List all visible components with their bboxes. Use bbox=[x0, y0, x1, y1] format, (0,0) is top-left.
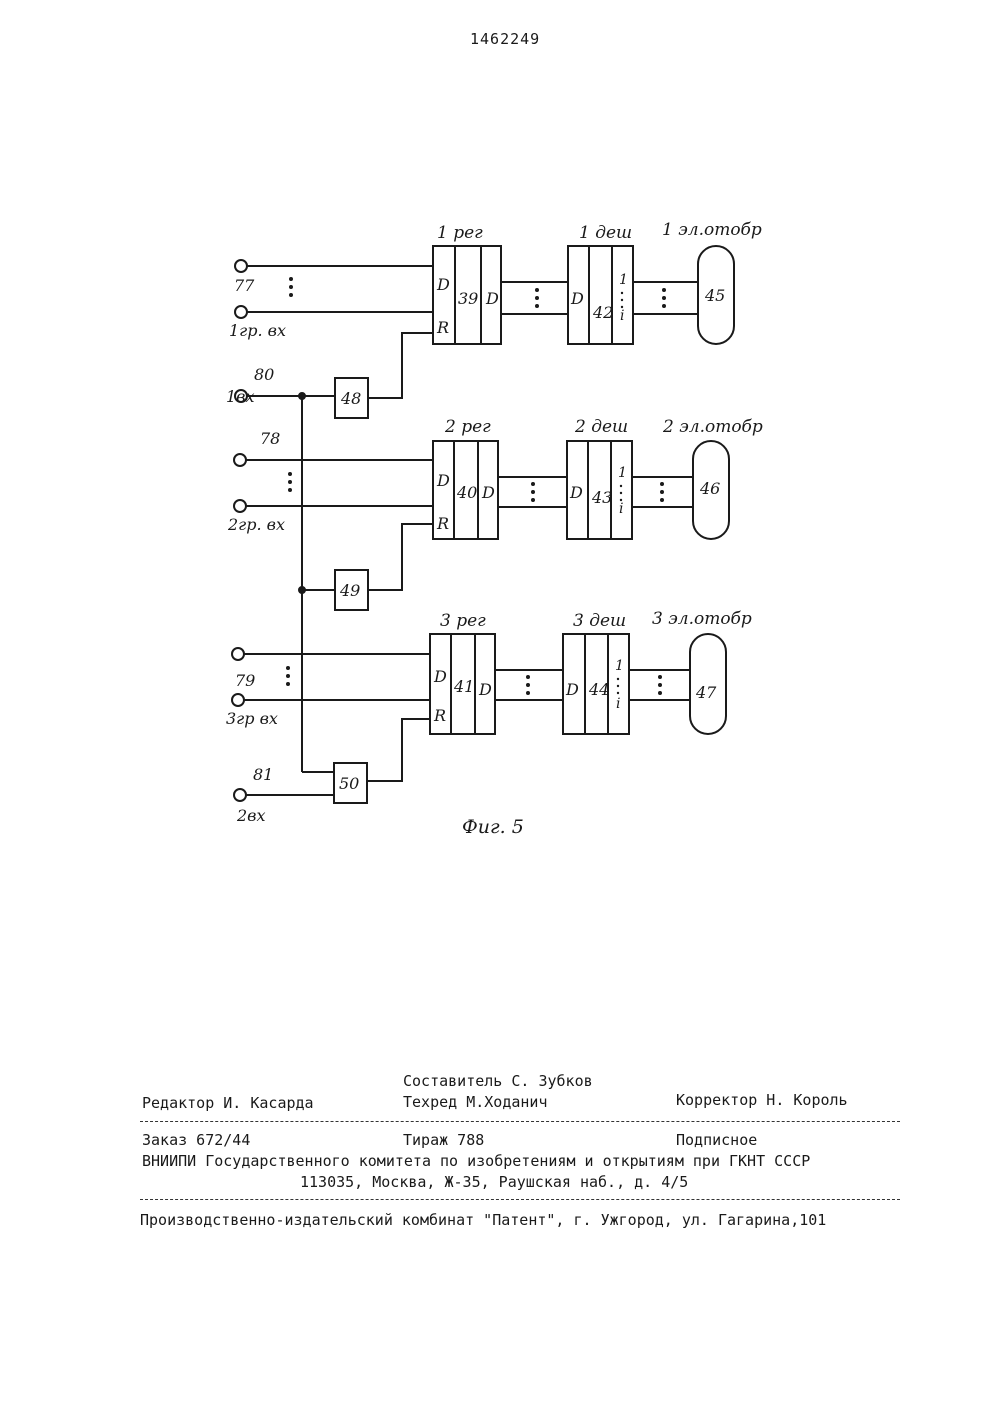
pin-r: R bbox=[433, 706, 446, 725]
element-id: 49 bbox=[339, 581, 360, 600]
register-id: 41 bbox=[453, 677, 474, 696]
display-2-label: 2 эл.отобр bbox=[662, 417, 763, 437]
display-45: 45 bbox=[698, 246, 734, 344]
divider bbox=[140, 1199, 900, 1200]
pin-d-out: D bbox=[485, 289, 499, 308]
register-40: D R 40 D bbox=[433, 441, 498, 539]
channel-2: 2 рег 2 деш 2 эл.отобр D R 40 D D 43 1 i… bbox=[227, 417, 763, 610]
display-id: 45 bbox=[704, 286, 725, 305]
imprint-compiler: Составитель С. Зубков bbox=[403, 1072, 593, 1090]
input-terminal bbox=[234, 454, 246, 466]
pin-d-in: D bbox=[436, 471, 450, 490]
register-1-label: 1 рег bbox=[437, 223, 483, 243]
input-group-2-label: 2гр. вх bbox=[227, 515, 285, 534]
block-diagram: 1 рег 1 деш 1 эл.отобр D R 39 D D 42 1 i bbox=[0, 0, 1000, 900]
input-81-label: 81 bbox=[253, 765, 273, 784]
input-79-label: 79 bbox=[235, 671, 255, 690]
divider bbox=[140, 1121, 900, 1122]
decoder-44: D 44 1 i bbox=[563, 634, 629, 734]
input-group-1-label: 1гр. вх bbox=[229, 321, 286, 340]
pin-d-out: D bbox=[481, 483, 495, 502]
channel-3: 3 рег 3 деш 3 эл.отобр D R 41 D D 44 1 i… bbox=[226, 609, 752, 803]
input-terminal bbox=[234, 500, 246, 512]
decoder-43: D 43 1 i bbox=[567, 441, 632, 539]
pin-d-in: D bbox=[436, 275, 450, 294]
pin-out-first: 1 bbox=[615, 658, 624, 674]
decoder-id: 43 bbox=[591, 488, 612, 507]
pin-d-in: D bbox=[565, 680, 579, 699]
pin-d-in: D bbox=[570, 289, 584, 308]
display-3-label: 3 эл.отобр bbox=[652, 609, 752, 629]
control-input-80: 80 1вх bbox=[226, 365, 274, 406]
element-id: 50 bbox=[339, 774, 359, 793]
register-2-label: 2 рег bbox=[444, 417, 491, 437]
decoder-1-label: 1 деш bbox=[579, 223, 632, 243]
junction bbox=[299, 393, 305, 399]
figure-caption: Фиг. 5 bbox=[462, 816, 524, 838]
decoder-id: 44 bbox=[588, 680, 609, 699]
pin-out-last: i bbox=[620, 308, 624, 324]
input-78-label: 78 bbox=[260, 429, 280, 448]
pin-out-last: i bbox=[616, 696, 620, 712]
input-terminal bbox=[234, 789, 246, 801]
register-41: D R 41 D bbox=[430, 634, 495, 734]
pin-out-first: 1 bbox=[618, 465, 627, 481]
decoder-42: D 42 1 i bbox=[568, 246, 633, 344]
element-49: 49 bbox=[335, 570, 368, 610]
pin-d-in: D bbox=[569, 483, 583, 502]
pin-d-out: D bbox=[478, 680, 492, 699]
imprint-corrector: Корректор Н. Король bbox=[676, 1091, 848, 1109]
imprint-publisher: Производственно-издательский комбинат "П… bbox=[140, 1211, 826, 1229]
register-39: D R 39 D bbox=[433, 246, 501, 344]
pin-out-last: i bbox=[619, 501, 623, 517]
imprint-editor: Редактор И. Касарда bbox=[142, 1094, 314, 1112]
input-terminal bbox=[232, 694, 244, 706]
imprint-techred: Техред М.Ходанич bbox=[403, 1093, 548, 1111]
input-terminal bbox=[235, 260, 247, 272]
register-id: 39 bbox=[458, 289, 478, 308]
junction bbox=[299, 587, 305, 593]
input-terminal bbox=[232, 648, 244, 660]
input-77-label: 77 bbox=[234, 276, 255, 295]
element-48: 48 bbox=[335, 378, 368, 418]
decoder-2-label: 2 деш bbox=[574, 417, 628, 437]
element-50: 50 bbox=[334, 763, 367, 803]
channel-1: 1 рег 1 деш 1 эл.отобр D R 39 D D 42 1 i bbox=[229, 220, 762, 418]
pin-out-first: 1 bbox=[619, 272, 628, 288]
imprint-organization: ВНИИПИ Государственного комитета по изоб… bbox=[142, 1152, 810, 1170]
input-group-3-label: 3гр вх bbox=[226, 709, 278, 728]
decoder-3-label: 3 деш bbox=[573, 611, 626, 631]
display-46: 46 bbox=[693, 441, 729, 539]
imprint-order: Заказ 672/44 bbox=[142, 1131, 250, 1149]
register-id: 40 bbox=[456, 483, 477, 502]
input-80-label: 80 bbox=[254, 365, 274, 384]
imprint-address: 113035, Москва, Ж-35, Раушская наб., д. … bbox=[300, 1173, 688, 1191]
pin-r: R bbox=[436, 318, 449, 337]
decoder-id: 42 bbox=[592, 303, 613, 322]
input-2vx-label: 2вх bbox=[236, 806, 266, 825]
pin-r: R bbox=[436, 514, 449, 533]
display-id: 46 bbox=[699, 479, 720, 498]
pin-d-in: D bbox=[433, 667, 447, 686]
register-3-label: 3 рег bbox=[440, 611, 486, 631]
imprint-circulation: Тираж 788 bbox=[403, 1131, 484, 1149]
input-terminal bbox=[235, 306, 247, 318]
display-47: 47 bbox=[690, 634, 726, 734]
imprint-subscription: Подписное bbox=[676, 1131, 757, 1149]
display-id: 47 bbox=[695, 683, 717, 702]
display-1-label: 1 эл.отобр bbox=[662, 220, 762, 240]
element-id: 48 bbox=[340, 389, 361, 408]
